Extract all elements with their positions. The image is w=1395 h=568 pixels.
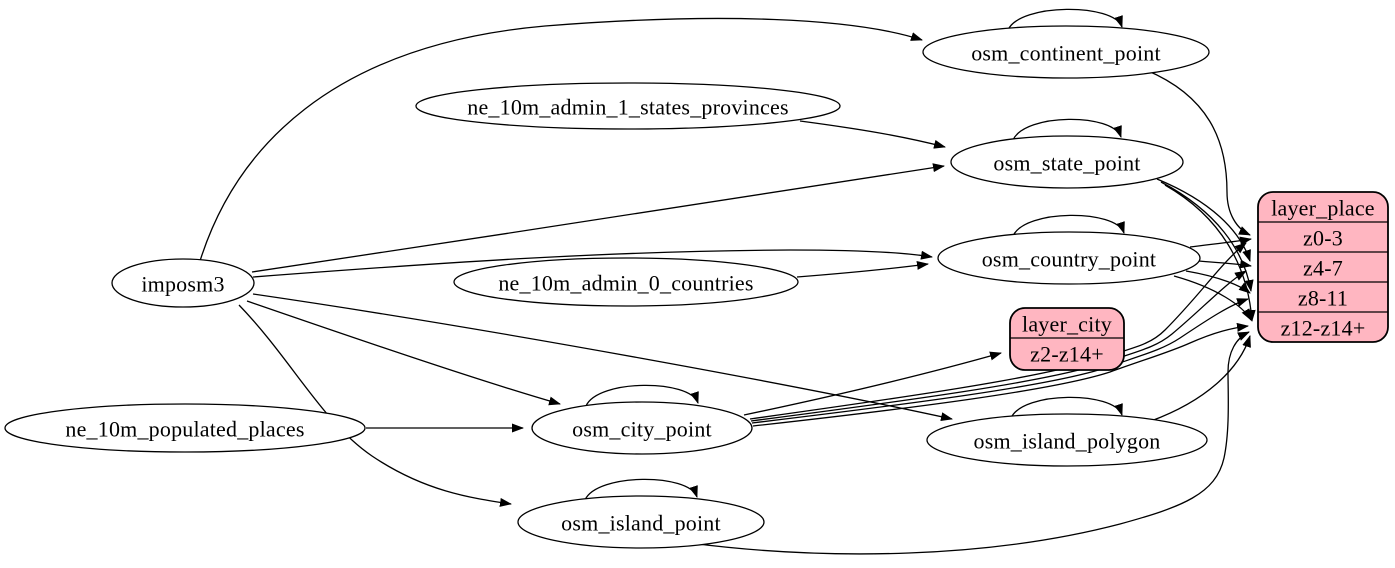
edge-osm-city-point-to-layer-place-z4-7: [750, 270, 1247, 422]
node-osm-island-polygon: osm_island_polygon: [926, 413, 1208, 467]
edge-osm-city-point-to-layer-place-z8-11: [751, 298, 1249, 424]
node-label-imposm3: imposm3: [141, 272, 224, 297]
node-ne-10m-populated-places: ne_10m_populated_places: [4, 403, 366, 453]
edge-osm-island-polygon-to-layer-place-z12-z14: [1150, 335, 1251, 422]
node-label-osm-island-point: osm_island_point: [561, 511, 721, 536]
edge-osm-city-point-to-layer-city-z2-z14: [743, 351, 1002, 416]
record-row-layer-place-z8-11: z8-11: [1298, 286, 1348, 311]
edge-imposm3-to-osm-island-point: [238, 304, 512, 507]
record-row-layer-place-z12-z14: z12-z14+: [1281, 316, 1366, 341]
node-osm-island-point: osm_island_point: [517, 495, 765, 549]
edge-imposm3-to-osm-country-point: [252, 249, 933, 278]
record-row-layer-place-z0-3: z0-3: [1303, 226, 1343, 251]
node-label-ne-10m-admin-0-countries: ne_10m_admin_0_countries: [498, 271, 753, 296]
record-layer-place: layer_place z0-3 z4-7 z8-11 z12-z14+: [1257, 191, 1389, 343]
edge-osm-country-point-to-layer-place-z0-3: [1189, 236, 1252, 248]
edge-imposm3-to-osm-state-point: [251, 163, 945, 273]
node-label-ne-10m-populated-places: ne_10m_populated_places: [65, 417, 304, 442]
edge-osm-island-point-to-layer-place-z12-z14: [689, 331, 1250, 555]
node-osm-state-point: osm_state_point: [950, 135, 1184, 189]
edge-osm-city-point-to-layer-place-z12-z14: [752, 322, 1249, 427]
self-loop-osm-continent-point: [1007, 8, 1123, 31]
self-loop-osm-island-point: [584, 478, 698, 501]
node-label-osm-country-point: osm_country_point: [982, 247, 1157, 272]
node-imposm3: imposm3: [111, 258, 255, 308]
node-osm-country-point: osm_country_point: [937, 231, 1201, 285]
self-loop-osm-country-point: [1012, 214, 1125, 237]
edge-ne-10m-admin-0-to-osm-country-point: [796, 260, 929, 278]
edge-osm-state-point-to-layer-place-z12-z14: [1164, 184, 1256, 322]
record-layer-city: layer_city z2-z14+: [1009, 307, 1125, 371]
self-loop-osm-island-polygon: [1010, 396, 1123, 419]
edge-ne-10m-admin-1-to-osm-state-point: [799, 120, 946, 149]
node-label-osm-city-point: osm_city_point: [572, 417, 712, 442]
edge-osm-continent-point-to-layer-place-z0-3: [1145, 69, 1251, 236]
edge-osm-country-point-to-layer-place-z4-7: [1197, 259, 1252, 269]
record-row-layer-city-z2-z14: z2-z14+: [1030, 342, 1104, 367]
node-label-osm-continent-point: osm_continent_point: [971, 41, 1161, 66]
self-loop-osm-state-point: [1012, 118, 1122, 141]
edge-imposm3-to-osm-island-polygon: [252, 293, 953, 422]
record-row-layer-place-z4-7: z4-7: [1303, 256, 1343, 281]
node-osm-continent-point: osm_continent_point: [922, 25, 1210, 79]
node-ne-10m-admin-0-countries: ne_10m_admin_0_countries: [453, 257, 799, 307]
node-osm-city-point: osm_city_point: [531, 401, 753, 455]
edge-osm-state-point-to-layer-place-z8-11: [1160, 181, 1254, 292]
edge-imposm3-to-osm-continent-point: [199, 17, 923, 262]
node-ne-10m-admin-1-states-provinces: ne_10m_admin_1_states_provinces: [415, 82, 841, 130]
node-label-osm-island-polygon: osm_island_polygon: [974, 429, 1161, 454]
record-title-layer-place: layer_place: [1271, 196, 1375, 221]
node-label-osm-state-point: osm_state_point: [993, 151, 1140, 176]
node-label-ne-10m-admin-1-states-provinces: ne_10m_admin_1_states_provinces: [467, 95, 788, 120]
edge-imposm3-to-osm-city-point: [246, 300, 561, 406]
record-title-layer-city: layer_city: [1022, 312, 1112, 337]
self-loop-osm-city-point: [585, 384, 699, 407]
